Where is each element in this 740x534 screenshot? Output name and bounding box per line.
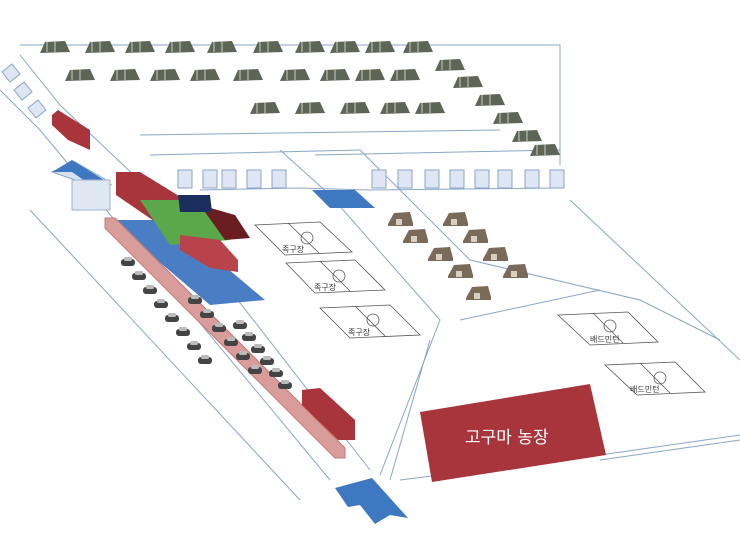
jokgu-field bbox=[285, 259, 386, 294]
car-icon bbox=[143, 285, 157, 294]
office-building bbox=[50, 160, 112, 211]
tent-icon bbox=[435, 59, 465, 71]
car-icon bbox=[269, 368, 283, 377]
tent-icon bbox=[390, 69, 420, 81]
car-icon bbox=[212, 323, 226, 332]
car-icon bbox=[260, 356, 274, 365]
cabin-icon bbox=[428, 247, 453, 261]
tent-icon bbox=[330, 41, 360, 53]
car-icon bbox=[248, 365, 262, 374]
jokgu-fields bbox=[254, 221, 706, 396]
main-building bbox=[116, 172, 250, 272]
tent-icon bbox=[110, 69, 140, 81]
tent-icon bbox=[165, 41, 195, 53]
car-icon bbox=[224, 337, 238, 346]
cabin-icon bbox=[403, 229, 428, 243]
car-icon bbox=[233, 320, 247, 329]
roads bbox=[0, 44, 740, 501]
tent-icon bbox=[85, 41, 115, 53]
cabin-icon bbox=[483, 247, 508, 261]
tent-icon bbox=[233, 69, 263, 81]
car-icon bbox=[200, 309, 214, 318]
field-label-badminton-1: 배드민턴 bbox=[590, 334, 619, 344]
car-icon bbox=[236, 351, 250, 360]
field-label-jokgu-2: 족구장 bbox=[314, 282, 337, 292]
tent-icon bbox=[150, 69, 180, 81]
tent-icon bbox=[415, 102, 445, 114]
tent-icon bbox=[40, 41, 70, 53]
car-icon bbox=[132, 271, 146, 280]
car-icon bbox=[251, 344, 265, 353]
cabin-icon bbox=[443, 212, 468, 226]
jokgu-field bbox=[319, 304, 421, 339]
cabin-icon bbox=[503, 264, 528, 278]
cabin-icon bbox=[388, 212, 413, 226]
cars bbox=[121, 257, 292, 389]
car-icon bbox=[187, 341, 201, 350]
sweet-potato-farm: 고구마 농장 bbox=[420, 384, 606, 482]
field-label-badminton-2: 배드민턴 bbox=[630, 384, 659, 394]
tent-icon bbox=[250, 102, 280, 114]
storage-container bbox=[52, 110, 90, 150]
tent-icon bbox=[355, 69, 385, 81]
tent-icon bbox=[380, 102, 410, 114]
jokgu-field bbox=[254, 221, 353, 256]
car-icon bbox=[165, 313, 179, 322]
tent-icon bbox=[125, 41, 155, 53]
tent-icon bbox=[530, 144, 560, 156]
parking-bays bbox=[1, 63, 565, 189]
badminton-field bbox=[604, 361, 706, 396]
tent-icon bbox=[253, 41, 283, 53]
car-icon bbox=[242, 332, 256, 341]
car-icon bbox=[188, 295, 202, 304]
container-bottom bbox=[302, 388, 355, 440]
tent-icon bbox=[295, 41, 325, 53]
car-icon bbox=[154, 299, 168, 308]
tent-icon bbox=[403, 41, 433, 53]
cabins bbox=[388, 212, 528, 300]
tent-icon bbox=[65, 69, 95, 81]
entrance-pad bbox=[312, 190, 375, 208]
badminton-field bbox=[557, 311, 659, 346]
tent-icon bbox=[207, 41, 237, 53]
car-icon bbox=[121, 257, 135, 266]
cabin-icon bbox=[466, 286, 491, 300]
tent-icon bbox=[493, 112, 523, 124]
car-icon bbox=[198, 355, 212, 364]
tent-icon bbox=[295, 102, 325, 114]
field-label-jokgu-3: 족구장 bbox=[348, 327, 371, 337]
tent-icon bbox=[340, 102, 370, 114]
car-icon bbox=[278, 380, 292, 389]
tent-icon bbox=[512, 130, 542, 142]
car-icon bbox=[176, 327, 190, 336]
tent-icon bbox=[453, 76, 483, 88]
tent-icon bbox=[320, 69, 350, 81]
tents bbox=[40, 41, 560, 156]
tent-icon bbox=[475, 94, 505, 106]
fence-wall bbox=[104, 217, 346, 459]
tent-icon bbox=[190, 69, 220, 81]
farm-label: 고구마 농장 bbox=[465, 428, 549, 448]
field-label-jokgu-1: 족구장 bbox=[282, 244, 305, 254]
entrance-arrow bbox=[335, 478, 408, 524]
cabin-icon bbox=[448, 264, 473, 278]
cabin-icon bbox=[463, 229, 488, 243]
plaza-water bbox=[110, 220, 265, 305]
tent-icon bbox=[280, 69, 310, 81]
tent-icon bbox=[365, 41, 395, 53]
